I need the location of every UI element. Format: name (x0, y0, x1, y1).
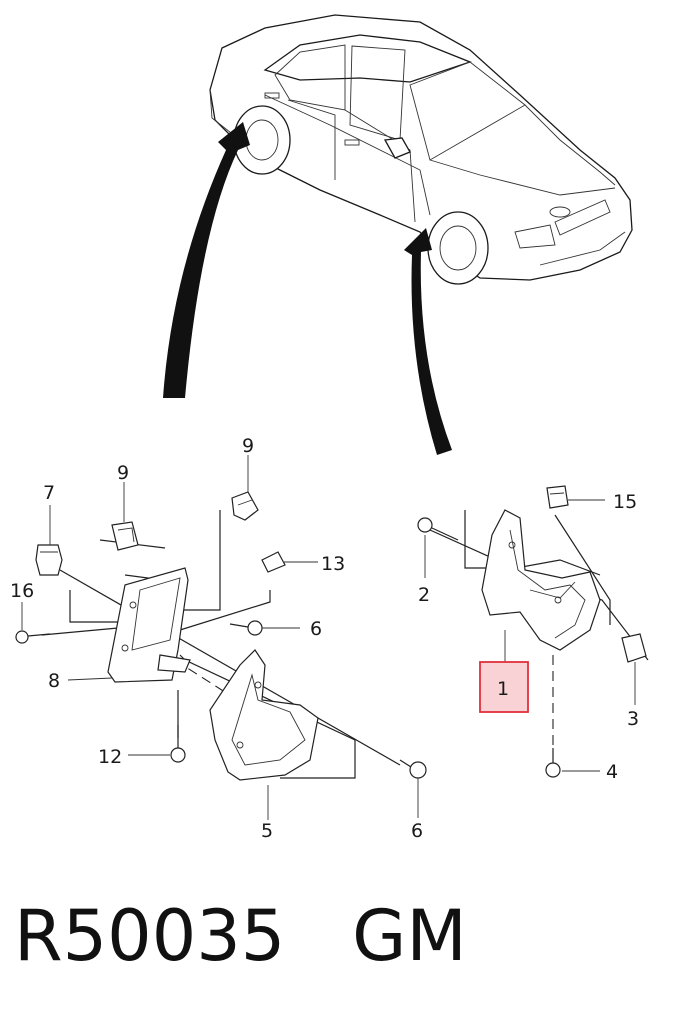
part-15-clip (546, 485, 569, 509)
part-number: R50035 (14, 895, 286, 977)
part-16-screw (15, 630, 51, 644)
pointer-arrow-front (404, 228, 452, 455)
part-3-clip (621, 633, 647, 663)
part-4-screw (545, 748, 561, 778)
callout-6-upper: 6 (310, 618, 322, 640)
callout-13: 13 (321, 553, 345, 575)
callout-4: 4 (606, 761, 618, 783)
callout-9-left: 9 (117, 462, 129, 484)
part-9-clip-a (111, 521, 139, 551)
callout-3: 3 (627, 708, 639, 730)
part-9-clip-b (231, 491, 259, 521)
part-5-mud-flap (209, 649, 319, 781)
callout-8: 8 (48, 670, 60, 692)
callout-1: 1 (497, 678, 509, 700)
part-6-screw-lower (399, 759, 427, 779)
pointer-arrow-rear (163, 122, 250, 398)
part-13-nut (261, 551, 286, 573)
brand-name: GM (352, 895, 467, 977)
callout-16: 16 (10, 580, 34, 602)
callout-labels: 1 2 3 4 5 6 6 7 8 9 9 12 13 15 16 (10, 435, 639, 842)
callout-6-lower: 6 (411, 820, 423, 842)
callout-15: 15 (613, 491, 637, 513)
front-assembly (417, 485, 649, 778)
callout-12: 12 (98, 746, 122, 768)
part-caption: R50035 GM (14, 896, 654, 976)
part-7-clip (35, 544, 63, 576)
part-6-screw-upper (229, 620, 263, 636)
part-1-highlight-box (479, 661, 529, 713)
part-8-bracket (107, 567, 191, 683)
callout-9-right: 9 (242, 435, 254, 457)
car-illustration (209, 14, 633, 285)
callout-7: 7 (43, 482, 55, 504)
part-12-screw (170, 725, 186, 763)
part-2-screw (417, 517, 459, 541)
rear-assembly (15, 455, 427, 820)
callout-2: 2 (418, 584, 430, 606)
part-1-mud-flap (481, 509, 601, 651)
callout-5: 5 (261, 820, 273, 842)
